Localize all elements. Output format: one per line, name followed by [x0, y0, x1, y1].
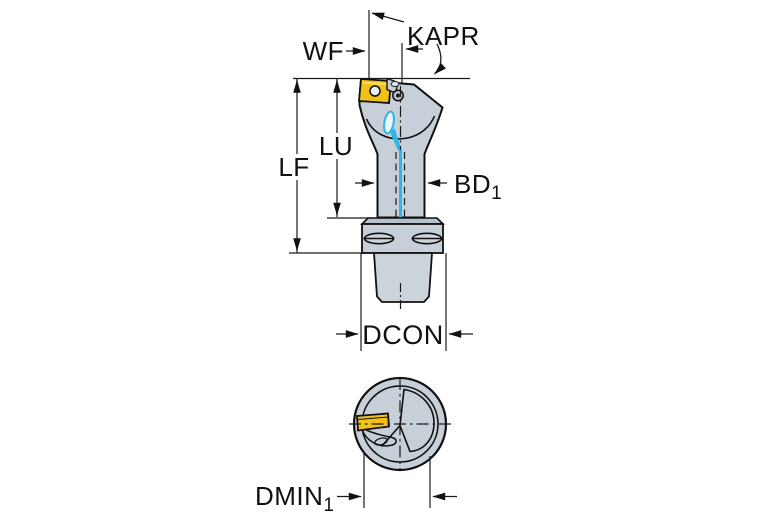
dmin-dimension: [337, 452, 457, 508]
label-bd1-text: BD: [454, 169, 492, 199]
side-view-arrows: [293, 12, 473, 338]
end-view-centerlines: [349, 378, 451, 470]
label-wf: WF: [302, 36, 344, 66]
label-dmin1: DMIN1: [254, 481, 334, 516]
end-view-pocket-detail: [374, 437, 388, 446]
label-lf: LF: [275, 154, 313, 180]
coolant-stream: [390, 128, 402, 150]
cutting-insert-end: [356, 412, 390, 432]
clamp-pin-hole: [390, 80, 400, 88]
end-view-head-wedge: [399, 388, 435, 453]
label-dmin1-subscript: 1: [323, 495, 334, 516]
coupling-taper: [373, 252, 433, 303]
kapr-arrow-upper: [371, 12, 405, 23]
label-bd1: BD1: [454, 169, 502, 204]
head-neck-contour: [365, 115, 436, 140]
end-view-pocket-contour: [361, 426, 397, 447]
insert-hole: [369, 85, 381, 97]
label-bd1-subscript: 1: [491, 183, 502, 204]
clamp-screw-center: [396, 93, 400, 98]
label-lu: LU: [315, 133, 357, 159]
tool-side-view: [358, 77, 445, 312]
label-dmin1-text: DMIN: [254, 481, 324, 511]
coolant-nozzle-outline: [383, 110, 395, 135]
insert-end-facet-line: [357, 416, 389, 420]
label-kapr: KAPR: [407, 21, 480, 51]
tool-end-view: [337, 376, 457, 508]
insert-edge-highlight: [362, 81, 389, 86]
kapr-angle-leader: [434, 43, 447, 75]
label-dcon: DCON: [362, 320, 444, 350]
